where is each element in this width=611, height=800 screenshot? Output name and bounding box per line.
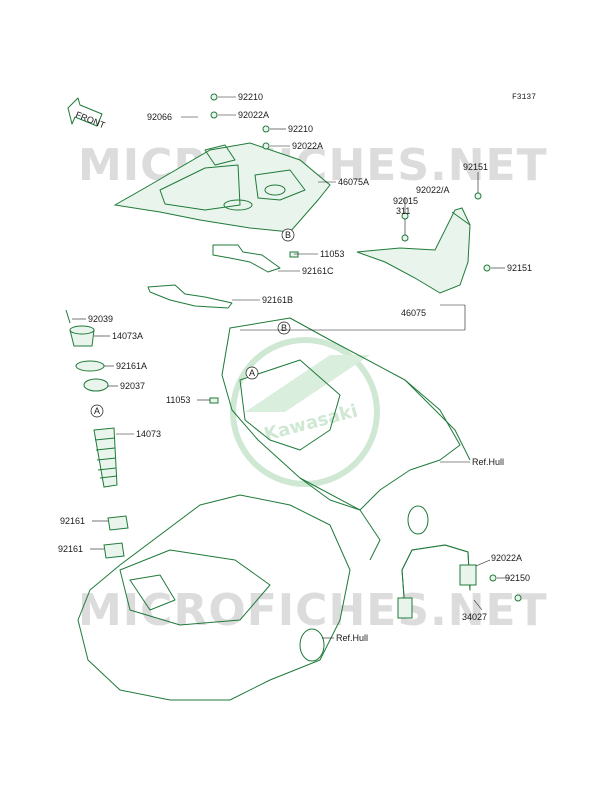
label-46075a: 46075A [338,177,369,187]
label-92037: 92037 [120,381,145,391]
nut-92015 [401,234,409,242]
storage-tray-46075a [113,142,331,233]
pad-92161-a [107,515,129,531]
figure-code: F3137 [512,93,536,102]
gasket-92161c [212,244,281,273]
svg-text:B: B [285,230,291,240]
label-92022a-a: 92022A [238,110,269,120]
label-46075: 46075 [401,308,426,318]
label-92022-a: 92022/A [416,185,450,195]
label-92210-b: 92210 [288,124,313,134]
washer-92022a-a [210,111,218,119]
front-arrow-icon: FRONT [67,97,107,131]
label-ref-hull-a: Ref.Hull [472,457,504,467]
label-ref-hull-b: Ref.Hull [336,633,368,643]
bolt-92151-b [483,264,491,272]
label-14073a: 14073A [112,331,143,341]
callout-a-hose: A [90,404,104,418]
label-311: 311 [396,206,410,216]
svg-text:B: B [281,323,287,333]
bolt-92210-b [262,125,270,133]
front-arrow-label: FRONT [74,109,107,130]
bolt-92210-a [210,93,218,101]
bolt-92150 [514,594,522,602]
svg-text:A: A [94,406,100,416]
pad-92161-b [103,542,125,559]
callout-a-deck: A [245,366,259,380]
gasket-92161b [147,284,233,309]
label-92022a-c: 92022A [491,553,522,563]
deck-upper [221,317,471,561]
label-92161-a: 92161 [60,516,85,526]
gasket-92161a [75,360,105,372]
label-92015: 92015 [393,196,418,206]
label-92066: 92066 [147,112,172,122]
callout-b-deck: B [277,321,291,335]
watermark-bottom: MICROFICHES.NET [78,585,548,636]
label-11053-b: 11053 [166,395,190,405]
label-92161b: 92161B [262,295,293,305]
label-92039: 92039 [88,314,113,324]
label-92161a: 92161A [116,361,147,371]
callout-b-top: B [281,228,295,242]
label-92210-a: 92210 [238,92,263,102]
grab-handle-34027 [397,544,477,619]
kawasaki-logo: Kawasaki [230,337,380,487]
label-92151-b: 92151 [507,263,532,273]
clamp-92037 [83,378,109,392]
washer-92022a-b [262,142,270,150]
lower-hull [77,494,351,701]
label-92161-b: 92161 [58,544,83,554]
filler-cap-14073a [65,309,95,347]
washer-92022a-c [489,574,497,582]
filler-hose-14073 [93,427,118,488]
svg-text:A: A [249,368,255,378]
label-92150: 92150 [505,573,530,583]
bolt-92151-a [474,192,482,200]
label-34027: 34027 [462,612,487,622]
clip-11053-b [209,397,219,404]
label-11053-a: 11053 [320,249,344,259]
cover-46075 [356,207,471,294]
label-92151-a: 92151 [463,162,488,172]
label-92022a-b: 92022A [292,141,323,151]
label-14073: 14073 [136,429,161,439]
clip-11053-a [289,251,299,258]
leader-lines [72,96,510,639]
label-92161c: 92161C [302,266,334,276]
